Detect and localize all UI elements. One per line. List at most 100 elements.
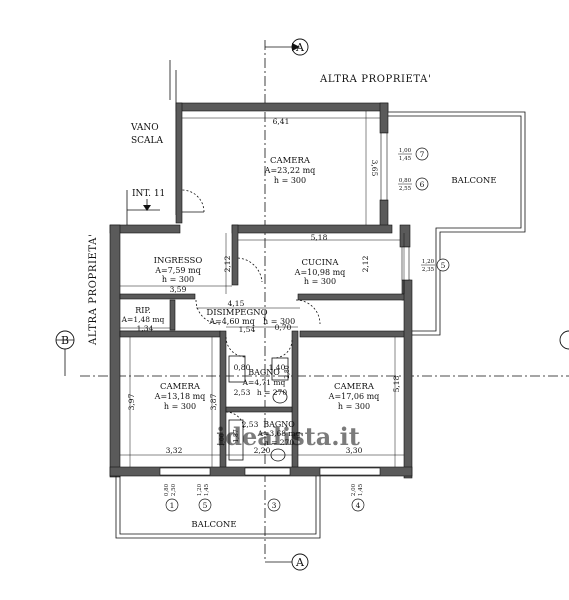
room-name: RIP. [135, 306, 151, 315]
window-tag-5-east: 1,20 2,35 5 [421, 258, 450, 273]
window-tag-4: 2,00 1,45 4 [351, 483, 365, 512]
room-name: CAMERA [334, 382, 375, 392]
room-area: A=7,59 mq [154, 266, 201, 275]
room-area: A=17,06 mq [328, 392, 380, 401]
stairwell-label-line2: SCALA [131, 136, 164, 146]
room-name: BAGNO [263, 420, 295, 429]
window-tag-num: 4 [356, 501, 361, 510]
room-height: h = 270 [257, 388, 287, 397]
room-area: A=23,22 mq [264, 166, 316, 175]
dim-154: 1,54 [239, 325, 256, 334]
window-tag-bot: 1,45 [358, 483, 364, 496]
window-tag-bot: 2,55 [399, 186, 412, 192]
window-tag-top: 0,80 [399, 178, 412, 184]
room-ripostiglio: RIP. A=1,48 mq [121, 306, 165, 324]
unit-label: INT. 11 [132, 189, 165, 199]
room-bagno-2: BAGNO A=3,68 mq h = 270 [257, 420, 301, 447]
dim-415: 4,15 [228, 299, 245, 308]
dim-253b: 2,53 [242, 420, 259, 429]
dim-330: 3,30 [346, 446, 363, 455]
room-area: A=13,18 mq [154, 392, 206, 401]
east-balcony [388, 111, 526, 336]
stairwell-label-line1: VANO [130, 123, 159, 133]
south-windows [159, 467, 381, 476]
window-tag-5-south: 1,20 1,45 5 [197, 483, 212, 512]
room-camera-left: CAMERA A=13,18 mq h = 300 [154, 382, 206, 411]
dim-100: 1,00 [219, 433, 226, 447]
room-area: A=4,60 mq [208, 317, 255, 326]
room-height: h = 270 [264, 438, 294, 447]
room-height: h = 300 [162, 275, 194, 284]
dim-332: 3,32 [166, 446, 183, 455]
dim-070: 0,70 [275, 323, 292, 332]
room-area: A=10,98 mq [294, 268, 346, 277]
room-height: h = 300 [304, 277, 336, 286]
room-height: h = 300 [164, 402, 196, 411]
window-tag-3: 3 [267, 498, 281, 512]
room-bagno-1: BAGNO A=4,71 mq h = 270 [242, 368, 288, 397]
dimension-lines [120, 111, 405, 467]
window-tag-7: 1,00 1,45 7 [398, 147, 429, 162]
watermark: idealista.it [216, 422, 360, 451]
room-cucina: CUCINA A=10,98 mq h = 300 [294, 258, 346, 286]
section-marker-b-right [559, 330, 569, 350]
window-tag-bot: 2,35 [422, 267, 435, 273]
dim-187: 1,87 [233, 429, 240, 443]
room-name: BALCONE [191, 520, 236, 530]
window-tag-top: 1,20 [422, 259, 435, 265]
room-area: A=4,71 mq [242, 378, 286, 387]
room-name: CUCINA [301, 258, 339, 268]
window-tag-num: 7 [420, 150, 425, 159]
dim-220: 2,20 [254, 446, 271, 455]
entrance-arrow-icon [143, 199, 151, 211]
dim-397: 3,97 [127, 393, 136, 410]
room-name: DISIMPEGNO [206, 308, 267, 318]
room-balcone-east: BALCONE [451, 176, 496, 186]
room-name: CAMERA [270, 156, 311, 166]
window-tag-top: 1,00 [399, 148, 412, 154]
dim-080: 0,80 [234, 363, 251, 372]
dim-518: 5,18 [311, 233, 328, 242]
south-balcony [115, 476, 321, 539]
window-tag-num: 3 [272, 501, 277, 510]
window-tag-num: 1 [170, 501, 175, 510]
window-tag-bot: 1,45 [204, 483, 210, 496]
room-camera-top: CAMERA A=23,22 mq h = 300 [264, 156, 316, 185]
room-camera-right: CAMERA A=17,06 mq h = 300 [328, 382, 380, 411]
dim-641: 6,41 [273, 117, 290, 126]
room-name: INGRESSO [154, 256, 203, 266]
dimension-labels: 6,41 3,65 5,18 2,12 2,12 3,59 4,15 1,54 … [127, 117, 401, 455]
window-tag-bot: 1,45 [399, 156, 412, 162]
dim-280: 2,80 [284, 365, 291, 379]
dim-359: 3,59 [170, 285, 187, 294]
section-a-bottom-label: A [295, 556, 305, 569]
window-tag-1: 0,80 2,50 1 [164, 483, 179, 512]
dim-212b: 2,12 [361, 255, 370, 272]
dim-212a: 2,12 [223, 255, 232, 272]
dim-253a: 2,53 [234, 388, 251, 397]
room-height: h = 300 [274, 176, 306, 185]
window-tag-top: 2,00 [351, 483, 357, 496]
dim-134: 1,34 [137, 324, 154, 333]
section-b-label: B [61, 334, 69, 347]
dim-518v: 5,18 [392, 375, 401, 392]
section-marker-a-top: A [265, 38, 309, 56]
window-tag-num: 6 [420, 180, 425, 189]
section-a-top-label: A [295, 41, 305, 54]
room-name: CAMERA [160, 382, 201, 392]
window-tag-num: 5 [441, 261, 446, 270]
room-area: A=3,68 mq [257, 429, 301, 438]
neighbour-left-label: ALTRA PROPRIETA' [88, 234, 99, 346]
window-tag-6: 0,80 2,55 6 [398, 177, 429, 192]
room-area: A=1,48 mq [121, 315, 165, 324]
room-name: BAGNO [248, 368, 280, 377]
dim-365: 3,65 [370, 160, 379, 177]
room-balcone-south: BALCONE [191, 520, 236, 530]
room-disimpegno: DISIMPEGNO A=4,60 mq h = 300 [206, 308, 295, 326]
east-windows [380, 132, 410, 281]
section-marker-a-bottom: A [265, 553, 309, 571]
section-marker-b-left: B [55, 330, 75, 376]
window-tag-bot: 2,50 [171, 483, 177, 496]
dim-140: 1,40 [269, 363, 286, 372]
